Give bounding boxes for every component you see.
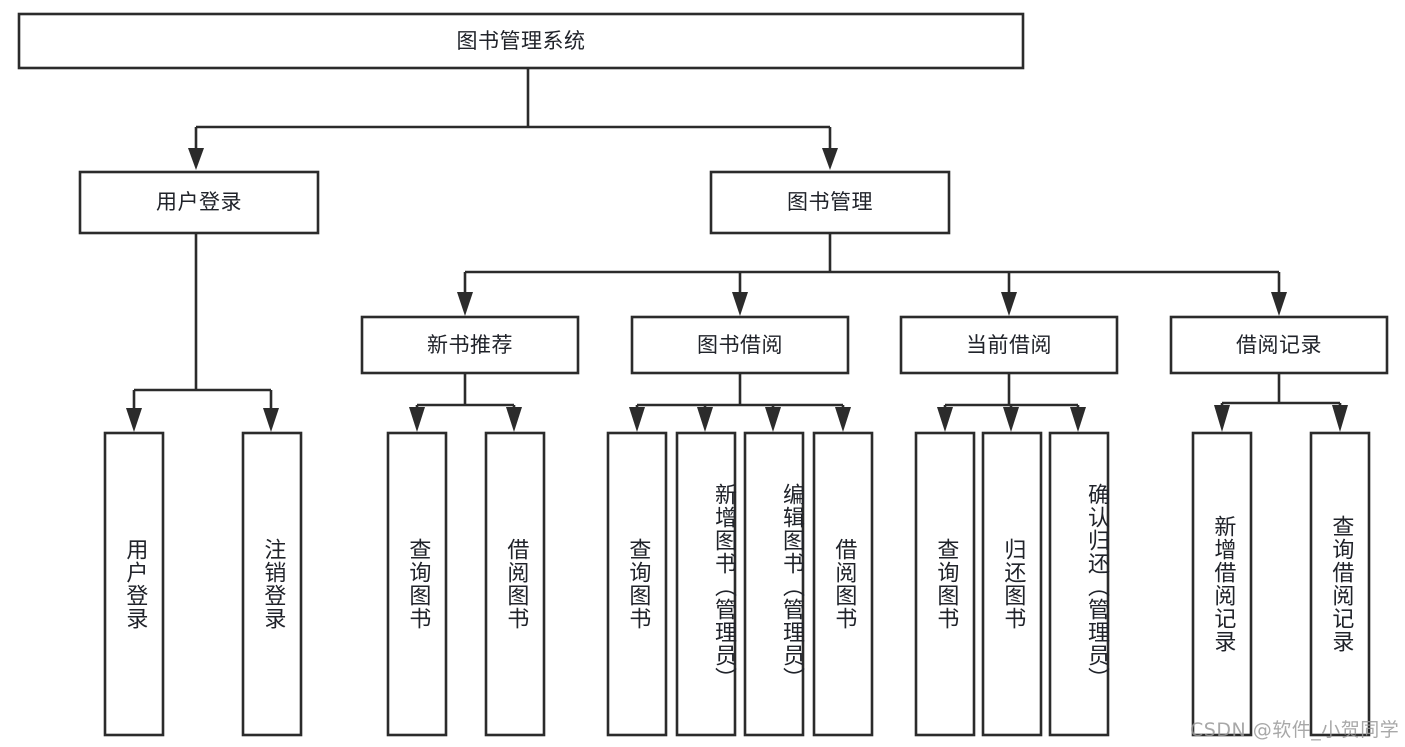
arrow-borrow-record-leaf-1-icon — [1332, 405, 1348, 432]
node-leaf-borrow-record-1-box[interactable] — [1309, 431, 1371, 737]
node-leaf-borrow-book-0-box[interactable] — [606, 431, 668, 737]
node-leaf-borrow-record-1-label: 查询借阅记录 — [1328, 515, 1354, 653]
arrow-new-book-leaf-1-icon — [506, 407, 522, 432]
node-book-manage-box[interactable] — [709, 170, 951, 235]
arrow-borrow-book-leaf-3-icon — [835, 407, 851, 432]
watermark-text: CSDN @软件_小贺同学 — [1190, 719, 1400, 741]
arrow-current-borrow-leaf-0-icon — [937, 407, 953, 432]
arrow-current-borrow-leaf-1-icon — [1003, 407, 1019, 432]
arrow-user-login-leaf-0-icon — [126, 408, 142, 432]
node-leaf-user-login-0-label: 用户登录 — [122, 538, 148, 630]
node-leaf-borrow-book-1-label: 新增图书（管理员） — [711, 482, 736, 690]
arrow-current-borrow-leaf-2-icon — [1070, 407, 1086, 432]
node-leaf-user-login-1-box[interactable] — [241, 431, 303, 737]
node-leaf-user-login-0-box[interactable] — [103, 431, 165, 737]
node-user-login-box[interactable] — [78, 170, 320, 235]
arrow-user-login-leaf-1-icon — [263, 408, 279, 432]
arrow-to-user-login-icon — [188, 148, 204, 170]
node-current-borrow-label: 当前借阅 — [966, 332, 1052, 357]
node-leaf-current-borrow-2-box[interactable] — [1048, 431, 1110, 737]
node-current-borrow-box[interactable] — [899, 315, 1119, 375]
arrow-borrow-book-leaf-2-icon — [765, 407, 781, 432]
node-leaf-borrow-book-3-label: 借阅图书 — [831, 538, 857, 630]
node-borrow-record-label: 借阅记录 — [1236, 332, 1322, 357]
node-leaf-current-borrow-1-label: 归还图书 — [1000, 538, 1026, 630]
node-leaf-borrow-record-0-box[interactable] — [1191, 431, 1253, 737]
node-new-book-box[interactable] — [360, 315, 580, 375]
node-leaf-new-book-0-box[interactable] — [386, 431, 448, 737]
node-leaf-borrow-book-2-label: 编辑图书（管理员） — [779, 482, 804, 690]
node-borrow-book-label: 图书借阅 — [697, 332, 783, 357]
arrow-borrow-record-leaf-0-icon — [1214, 405, 1230, 432]
node-leaf-current-borrow-0-box[interactable] — [914, 431, 976, 737]
arrow-to-new-book-icon — [457, 292, 473, 316]
node-root-label: 图书管理系统 — [456, 28, 586, 53]
node-borrow-book-box[interactable] — [630, 315, 850, 375]
node-leaf-user-login-1-label: 注销登录 — [260, 538, 286, 630]
arrow-to-book-manage-icon — [822, 148, 838, 170]
node-leaf-borrow-book-2-box[interactable] — [743, 431, 805, 737]
arrow-to-current-borrow-icon — [1001, 292, 1017, 316]
node-leaf-new-book-0-label: 查询图书 — [405, 538, 431, 630]
node-leaf-borrow-book-3-box[interactable] — [812, 431, 874, 737]
node-book-manage-label: 图书管理 — [787, 190, 873, 214]
arrow-to-borrow-record-icon — [1271, 292, 1287, 316]
node-leaf-borrow-record-0-label: 新增借阅记录 — [1210, 515, 1236, 653]
node-leaf-borrow-book-0-label: 查询图书 — [625, 538, 651, 630]
node-leaf-current-borrow-2-label: 确认归还（管理员） — [1084, 482, 1109, 690]
node-leaf-new-book-1-label: 借阅图书 — [503, 538, 529, 630]
arrow-borrow-book-leaf-0-icon — [629, 407, 645, 432]
arrow-new-book-leaf-0-icon — [409, 407, 425, 432]
node-leaf-new-book-1-box[interactable] — [484, 431, 546, 737]
node-root-box[interactable] — [17, 12, 1025, 70]
arrow-borrow-book-leaf-1-icon — [697, 407, 713, 432]
node-leaf-current-borrow-1-box[interactable] — [981, 431, 1043, 737]
arrow-to-borrow-book-icon — [732, 292, 748, 316]
node-user-login-label: 用户登录 — [156, 190, 242, 214]
node-new-book-label: 新书推荐 — [427, 332, 513, 357]
node-leaf-current-borrow-0-label: 查询图书 — [933, 538, 959, 630]
node-leaf-borrow-book-1-box[interactable] — [675, 431, 737, 737]
